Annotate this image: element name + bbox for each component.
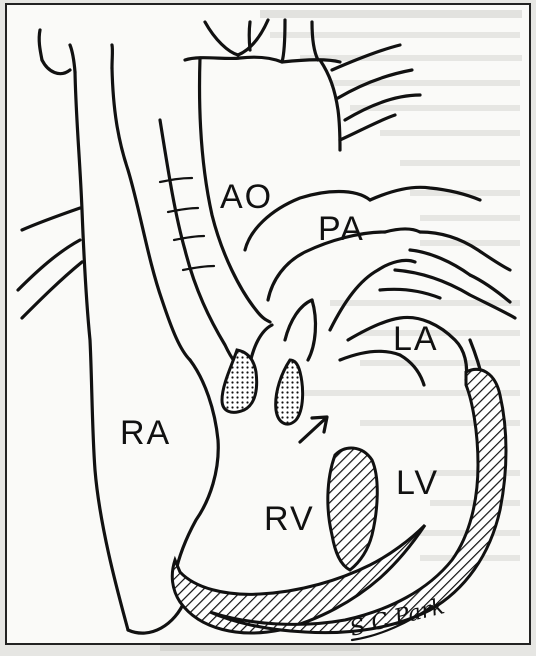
label-left-ventricle: LV	[396, 464, 439, 502]
label-right-atrium: RA	[120, 414, 171, 452]
figure-panel	[6, 4, 530, 644]
label-pulmonary-artery: PA	[318, 210, 365, 248]
label-aorta: AO	[220, 178, 273, 216]
label-left-atrium: LA	[393, 320, 439, 358]
label-right-ventricle: RV	[264, 500, 315, 538]
